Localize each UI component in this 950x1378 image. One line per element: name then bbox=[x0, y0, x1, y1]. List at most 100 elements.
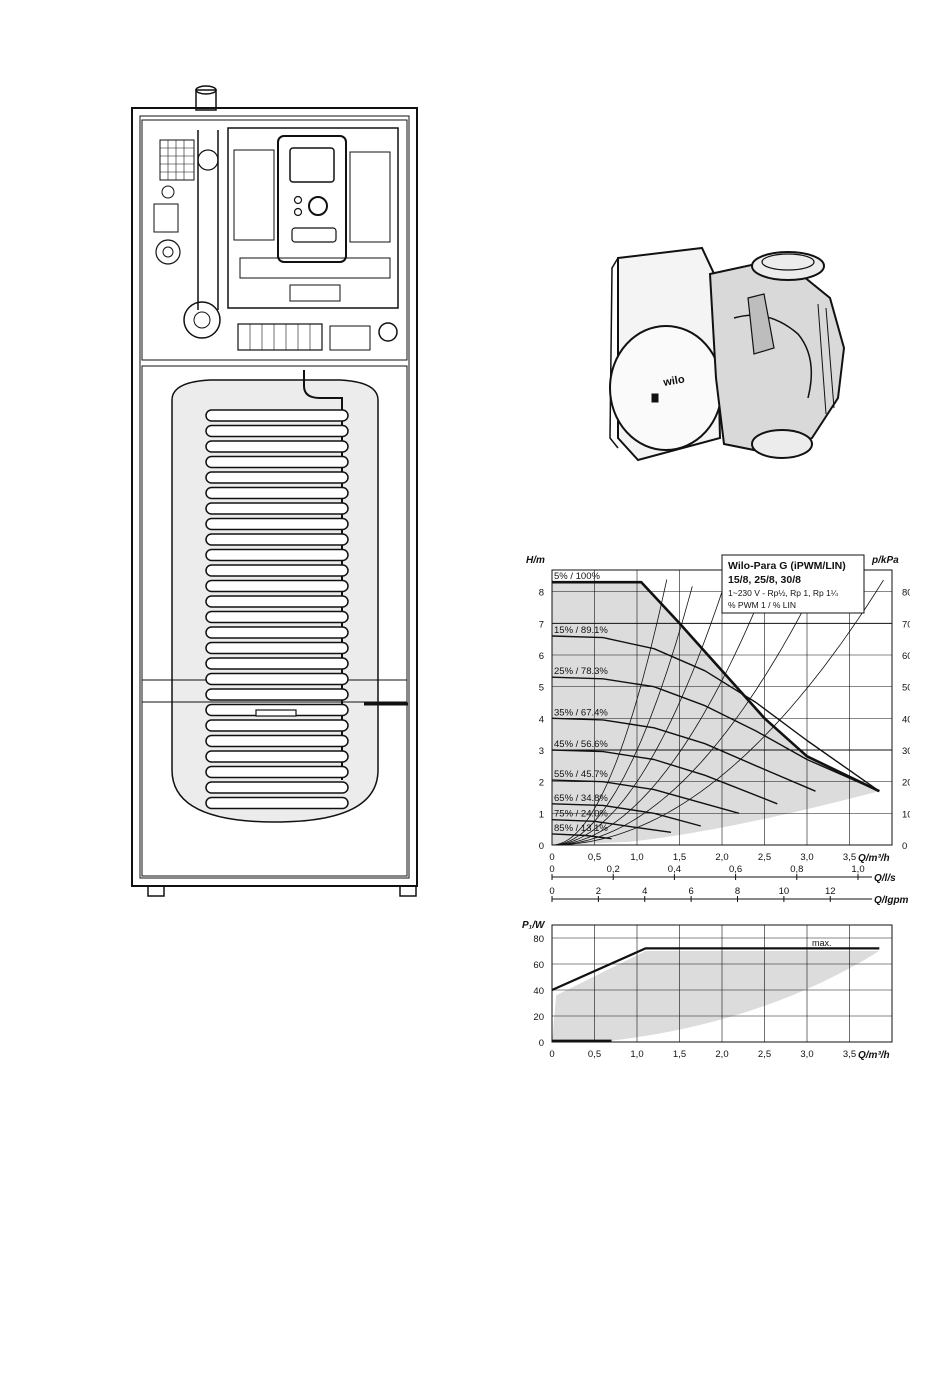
chart-note-mode: % PWM 1 / % LIN bbox=[728, 600, 796, 610]
pressure-tick-label: 30 bbox=[902, 746, 910, 757]
power-curve bbox=[551, 947, 880, 992]
pump-performance-charts: 5% / 100%15% / 89.1%25% / 78.3%35% / 67.… bbox=[522, 554, 910, 1061]
head-curve-label: 15% / 89.1% bbox=[554, 625, 608, 636]
flow-tick-label: 3,5 bbox=[843, 852, 856, 863]
secondary-tick-label: 6 bbox=[688, 886, 693, 897]
secondary-tick-label: 8 bbox=[735, 886, 740, 897]
head-curve bbox=[552, 580, 880, 793]
coil-loop bbox=[205, 641, 349, 655]
head-tick-label: 8 bbox=[539, 588, 544, 599]
power-curves bbox=[551, 947, 880, 1042]
flow-tick-label: 1,5 bbox=[673, 852, 686, 863]
power-flow-axis-label: Q/m³/h bbox=[858, 1050, 890, 1061]
system-curve bbox=[551, 577, 821, 846]
heat-pump-unit-drawing bbox=[131, 85, 418, 897]
operating-range-shading bbox=[552, 582, 880, 845]
pressure-tick-label: 80 bbox=[902, 588, 910, 599]
power-flow-tick-label: 3,0 bbox=[800, 1049, 813, 1060]
foot-right bbox=[399, 885, 417, 897]
pressure-tick-label: 0 bbox=[902, 841, 907, 852]
chart-subtitle: 15/8, 25/8, 30/8 bbox=[728, 574, 801, 586]
flow-tick-label: 3,0 bbox=[800, 852, 813, 863]
system-curve bbox=[551, 577, 770, 846]
head-curve-label: 65% / 34.8% bbox=[554, 793, 608, 804]
head-curve-label: 55% / 45.7% bbox=[554, 769, 608, 780]
head-chart-grid bbox=[551, 569, 893, 846]
tank-compartment bbox=[141, 365, 408, 877]
coil-loop bbox=[205, 781, 349, 794]
head-curve-label: 45% / 56.6% bbox=[554, 739, 608, 750]
coil-loop bbox=[205, 440, 349, 453]
pump-volute bbox=[708, 262, 846, 456]
display-panel bbox=[277, 135, 347, 263]
head-curve bbox=[551, 676, 880, 792]
power-flow-tick-label: 1,5 bbox=[673, 1049, 686, 1060]
secondary-tick-label: 0,2 bbox=[607, 864, 620, 875]
circulation-pump-drawing: wilo bbox=[609, 246, 846, 462]
coil-loop bbox=[205, 424, 349, 438]
secondary-tick-label: 1,0 bbox=[851, 864, 864, 875]
head-tick-label: 2 bbox=[539, 778, 544, 789]
pressure-tick-label: 50 bbox=[902, 683, 910, 694]
power-flow-tick-label: 1,0 bbox=[630, 1049, 643, 1060]
coil-loop bbox=[205, 455, 349, 469]
head-tick-label: 0 bbox=[539, 841, 544, 852]
upper-compartment bbox=[141, 119, 408, 361]
coil-loop bbox=[205, 502, 349, 515]
head-tick-label: 4 bbox=[539, 714, 544, 725]
operating-range-area bbox=[552, 582, 880, 845]
head-curve-label: 75% / 24.0% bbox=[554, 809, 608, 820]
head-curve-label: 35% / 67.4% bbox=[554, 707, 608, 718]
heating-coil bbox=[205, 409, 349, 810]
secondary-tick-label: 0 bbox=[549, 864, 554, 875]
control-knob bbox=[308, 196, 328, 216]
power-tick-label: 80 bbox=[533, 934, 544, 945]
head-tick-label: 6 bbox=[539, 651, 544, 662]
coil-loop bbox=[205, 688, 349, 701]
secondary-tick-label: 0,6 bbox=[729, 864, 742, 875]
head-curve-label: 25% / 78.3% bbox=[554, 666, 608, 677]
secondary-tick-label: 10 bbox=[779, 886, 790, 897]
coil-loop bbox=[205, 486, 349, 500]
coil-loop bbox=[205, 548, 349, 562]
power-flow-tick-label: 2,5 bbox=[758, 1049, 771, 1060]
power-axis-label: P₁/W bbox=[522, 920, 546, 931]
power-range-area bbox=[552, 951, 880, 1042]
top-pipe bbox=[195, 89, 217, 111]
display-screen bbox=[289, 147, 335, 183]
foot-left bbox=[147, 885, 165, 897]
power-tick-label: 60 bbox=[533, 960, 544, 971]
secondary-tick-label: 2 bbox=[596, 886, 601, 897]
head-tick-label: 5 bbox=[539, 683, 544, 694]
power-flow-tick-label: 2,0 bbox=[715, 1049, 728, 1060]
terminal-strip bbox=[237, 323, 323, 351]
secondary-tick-label: 0,4 bbox=[668, 864, 681, 875]
pressure-tick-label: 60 bbox=[902, 651, 910, 662]
head-curve bbox=[551, 749, 778, 805]
head-curves bbox=[551, 580, 880, 840]
head-curve bbox=[551, 717, 816, 792]
secondary-axis-label: Q/Igpm bbox=[874, 895, 909, 906]
pressure-axis-label: p/kPa bbox=[871, 555, 899, 566]
secondary-tick-label: 12 bbox=[825, 886, 836, 897]
cabinet-outline bbox=[131, 107, 418, 887]
head-curve bbox=[551, 833, 612, 840]
head-curve bbox=[551, 803, 701, 827]
coil-loop bbox=[205, 409, 349, 422]
coil-loop bbox=[205, 533, 349, 546]
coil-loop bbox=[205, 471, 349, 484]
pump-logo: wilo bbox=[661, 373, 685, 389]
secondary-tick-label: 4 bbox=[642, 886, 647, 897]
power-tick-label: 20 bbox=[533, 1012, 544, 1023]
power-flow-tick-label: 3,5 bbox=[843, 1049, 856, 1060]
flow-tick-label: 2,0 bbox=[715, 852, 728, 863]
chart-title: Wilo-Para G (iPWM/LIN) bbox=[728, 560, 846, 572]
chart-note-voltage: 1~230 V - Rp½, Rp 1, Rp 1¼ bbox=[728, 588, 839, 598]
coil-loop bbox=[205, 517, 349, 531]
coil-loop bbox=[205, 626, 349, 639]
pressure-tick-label: 10 bbox=[902, 809, 910, 820]
flow-tick-label: 0,5 bbox=[588, 852, 601, 863]
